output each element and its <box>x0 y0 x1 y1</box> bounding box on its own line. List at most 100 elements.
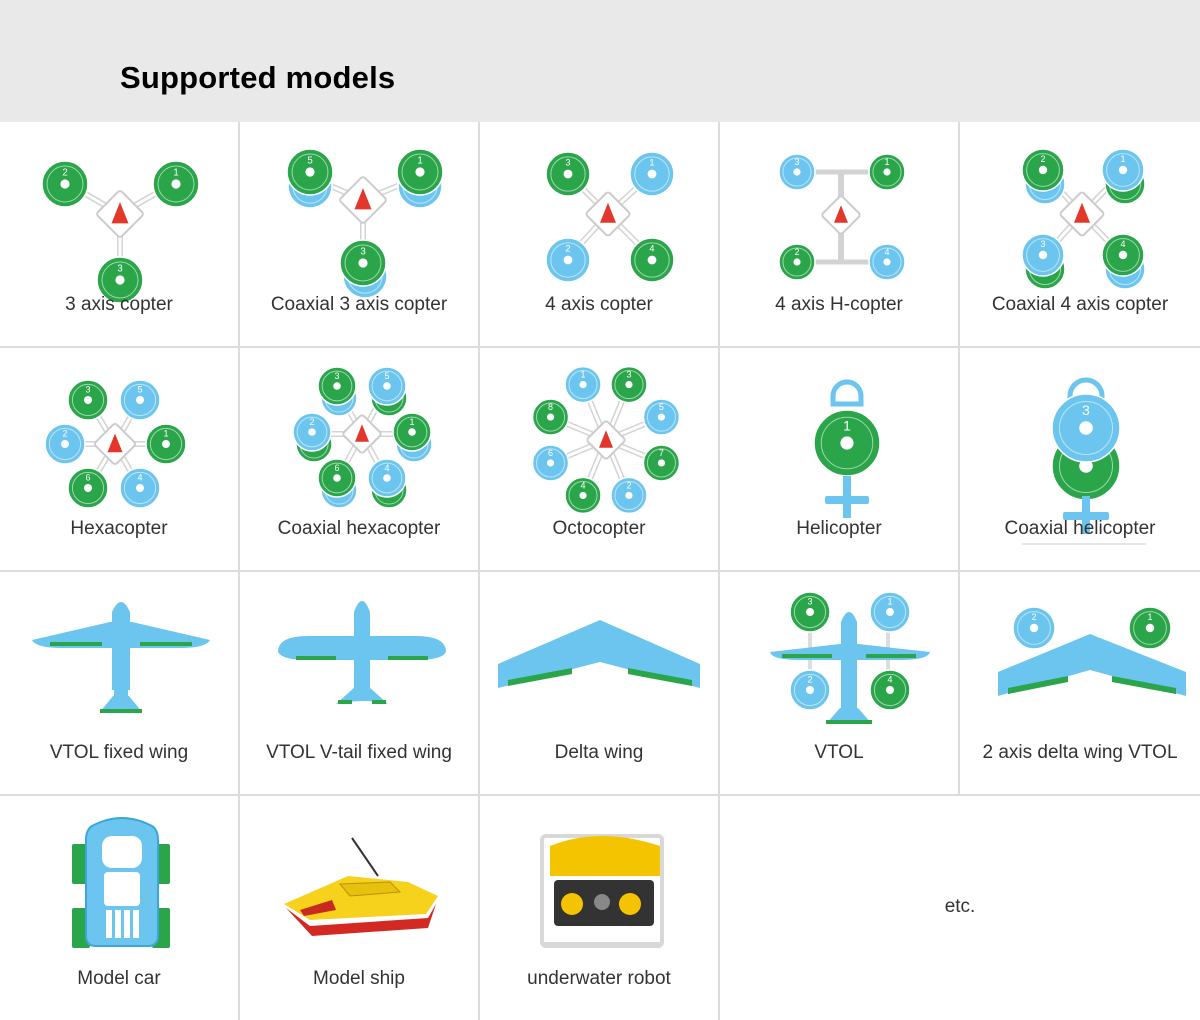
rotor: 2 <box>292 412 332 452</box>
etc-label: etc. <box>944 896 976 917</box>
rotor: 4 <box>869 669 911 711</box>
motor-number: 3 <box>360 246 365 257</box>
motor-number: 4 <box>1120 239 1125 249</box>
motor-number: 1 <box>173 167 178 178</box>
rotor: 3 <box>545 151 591 197</box>
motor-number: 2 <box>565 244 570 254</box>
rotor: 3 <box>96 256 144 304</box>
model-label: 4 axis H-copter <box>775 294 903 315</box>
model-label: VTOL fixed wing <box>49 742 189 763</box>
motor-number: 2 <box>62 167 67 178</box>
motor-number: 3 <box>334 371 339 381</box>
boat-photo <box>284 837 438 936</box>
rotor: 2 <box>1021 148 1065 192</box>
rotor: 1 <box>813 409 881 477</box>
rotor: 4 <box>629 237 675 283</box>
helicopter-icon: 1 <box>813 379 881 518</box>
rotor: 6 <box>317 458 357 498</box>
vtol-fixed-wing-icon <box>32 602 210 713</box>
motor-number: 2 <box>807 674 812 684</box>
motor-number: 4 <box>649 244 654 254</box>
motor-number: 5 <box>307 155 312 166</box>
rotor: 2 <box>44 423 86 465</box>
motor-number: 1 <box>1147 612 1152 622</box>
model-label: Coaxial 3 axis copter <box>270 294 448 315</box>
rotor: 3 <box>67 379 109 421</box>
underwater-robot-icon <box>540 834 664 948</box>
rotor: 5 <box>286 148 334 196</box>
motor-number: 1 <box>887 596 892 606</box>
etc-cell: etc. <box>720 796 1200 1020</box>
rov-photo <box>540 834 664 948</box>
model-car-icon <box>72 817 170 948</box>
h-quadcopter-icon: 3 1 2 4 <box>778 153 906 281</box>
motor-number: 3 <box>794 157 799 167</box>
motor-number: 3 <box>626 370 631 380</box>
model-label: Helicopter <box>796 518 882 539</box>
model-label: 4 axis copter <box>545 294 653 315</box>
rotor: 8 <box>531 398 570 436</box>
rotor: 3 <box>317 366 357 406</box>
coaxial-quadcopter-icon: 56872134 <box>1021 148 1146 290</box>
rotor: 1 <box>396 148 444 196</box>
model-cell: Model car <box>0 796 240 1020</box>
rotor: 1 <box>869 591 911 633</box>
motor-number: 6 <box>85 472 90 482</box>
motor-number: 3 <box>85 384 90 394</box>
model-label: Delta wing <box>554 742 644 763</box>
page-title: Supported models <box>120 60 396 95</box>
motor-number: 1 <box>163 428 168 438</box>
rotor: 1 <box>152 160 200 208</box>
model-label: VTOL V-tail fixed wing <box>266 742 452 763</box>
aircraft-silhouette <box>32 602 210 713</box>
motor-number: 7 <box>659 448 664 458</box>
motor-number: 3 <box>117 263 122 274</box>
model-cell: VTOL fixed wing <box>0 572 240 796</box>
rotor: 2 <box>545 237 591 283</box>
motor-number: 5 <box>659 402 664 412</box>
rotor: 4 <box>119 467 161 509</box>
motor-number: 3 <box>807 596 812 606</box>
motor-number: 4 <box>887 674 892 684</box>
rotor: 5 <box>119 379 161 421</box>
motor-number: 3 <box>1082 403 1090 419</box>
rotor: 4 <box>868 243 906 281</box>
motor-number: 6 <box>334 463 339 473</box>
flight-controller-body <box>1059 191 1105 237</box>
rotor: 5 <box>367 366 407 406</box>
model-label: Model car <box>77 968 161 989</box>
rotor: 2 <box>778 243 816 281</box>
rotor: 1 <box>564 365 602 404</box>
motor-number: 1 <box>843 417 851 433</box>
rotor: 3 <box>1021 233 1065 277</box>
rotor: 3 <box>778 153 816 191</box>
model-cell: underwater robot <box>480 796 720 1020</box>
motor-number: 2 <box>1040 154 1045 164</box>
model-label: Model ship <box>313 968 405 989</box>
rotor: 4 <box>1101 233 1145 277</box>
aircraft-silhouette <box>998 634 1186 696</box>
motor-number: 8 <box>548 402 553 412</box>
model-cell: 56872134Coaxial 4 axis copter <box>960 122 1200 348</box>
rotor: 1 <box>868 153 906 191</box>
flight-controller-body <box>339 176 387 224</box>
rotor: 1 <box>392 412 432 452</box>
coaxial-tricopter-icon: 624513 <box>286 148 444 299</box>
rotor: 5 <box>642 398 681 436</box>
flight-controller-body <box>821 195 861 235</box>
page-header: Supported models <box>0 0 1200 122</box>
flight-controller-body <box>342 414 382 454</box>
model-label: 3 axis copter <box>65 294 173 315</box>
motor-number: 2 <box>309 417 314 427</box>
motor-number: 1 <box>1120 154 1125 164</box>
model-label: Coaxial helicopter <box>1004 518 1156 539</box>
car-silhouette <box>72 817 170 948</box>
motor-number: 4 <box>137 472 142 482</box>
flight-controller-body <box>586 420 626 460</box>
motor-number: 1 <box>581 370 586 380</box>
